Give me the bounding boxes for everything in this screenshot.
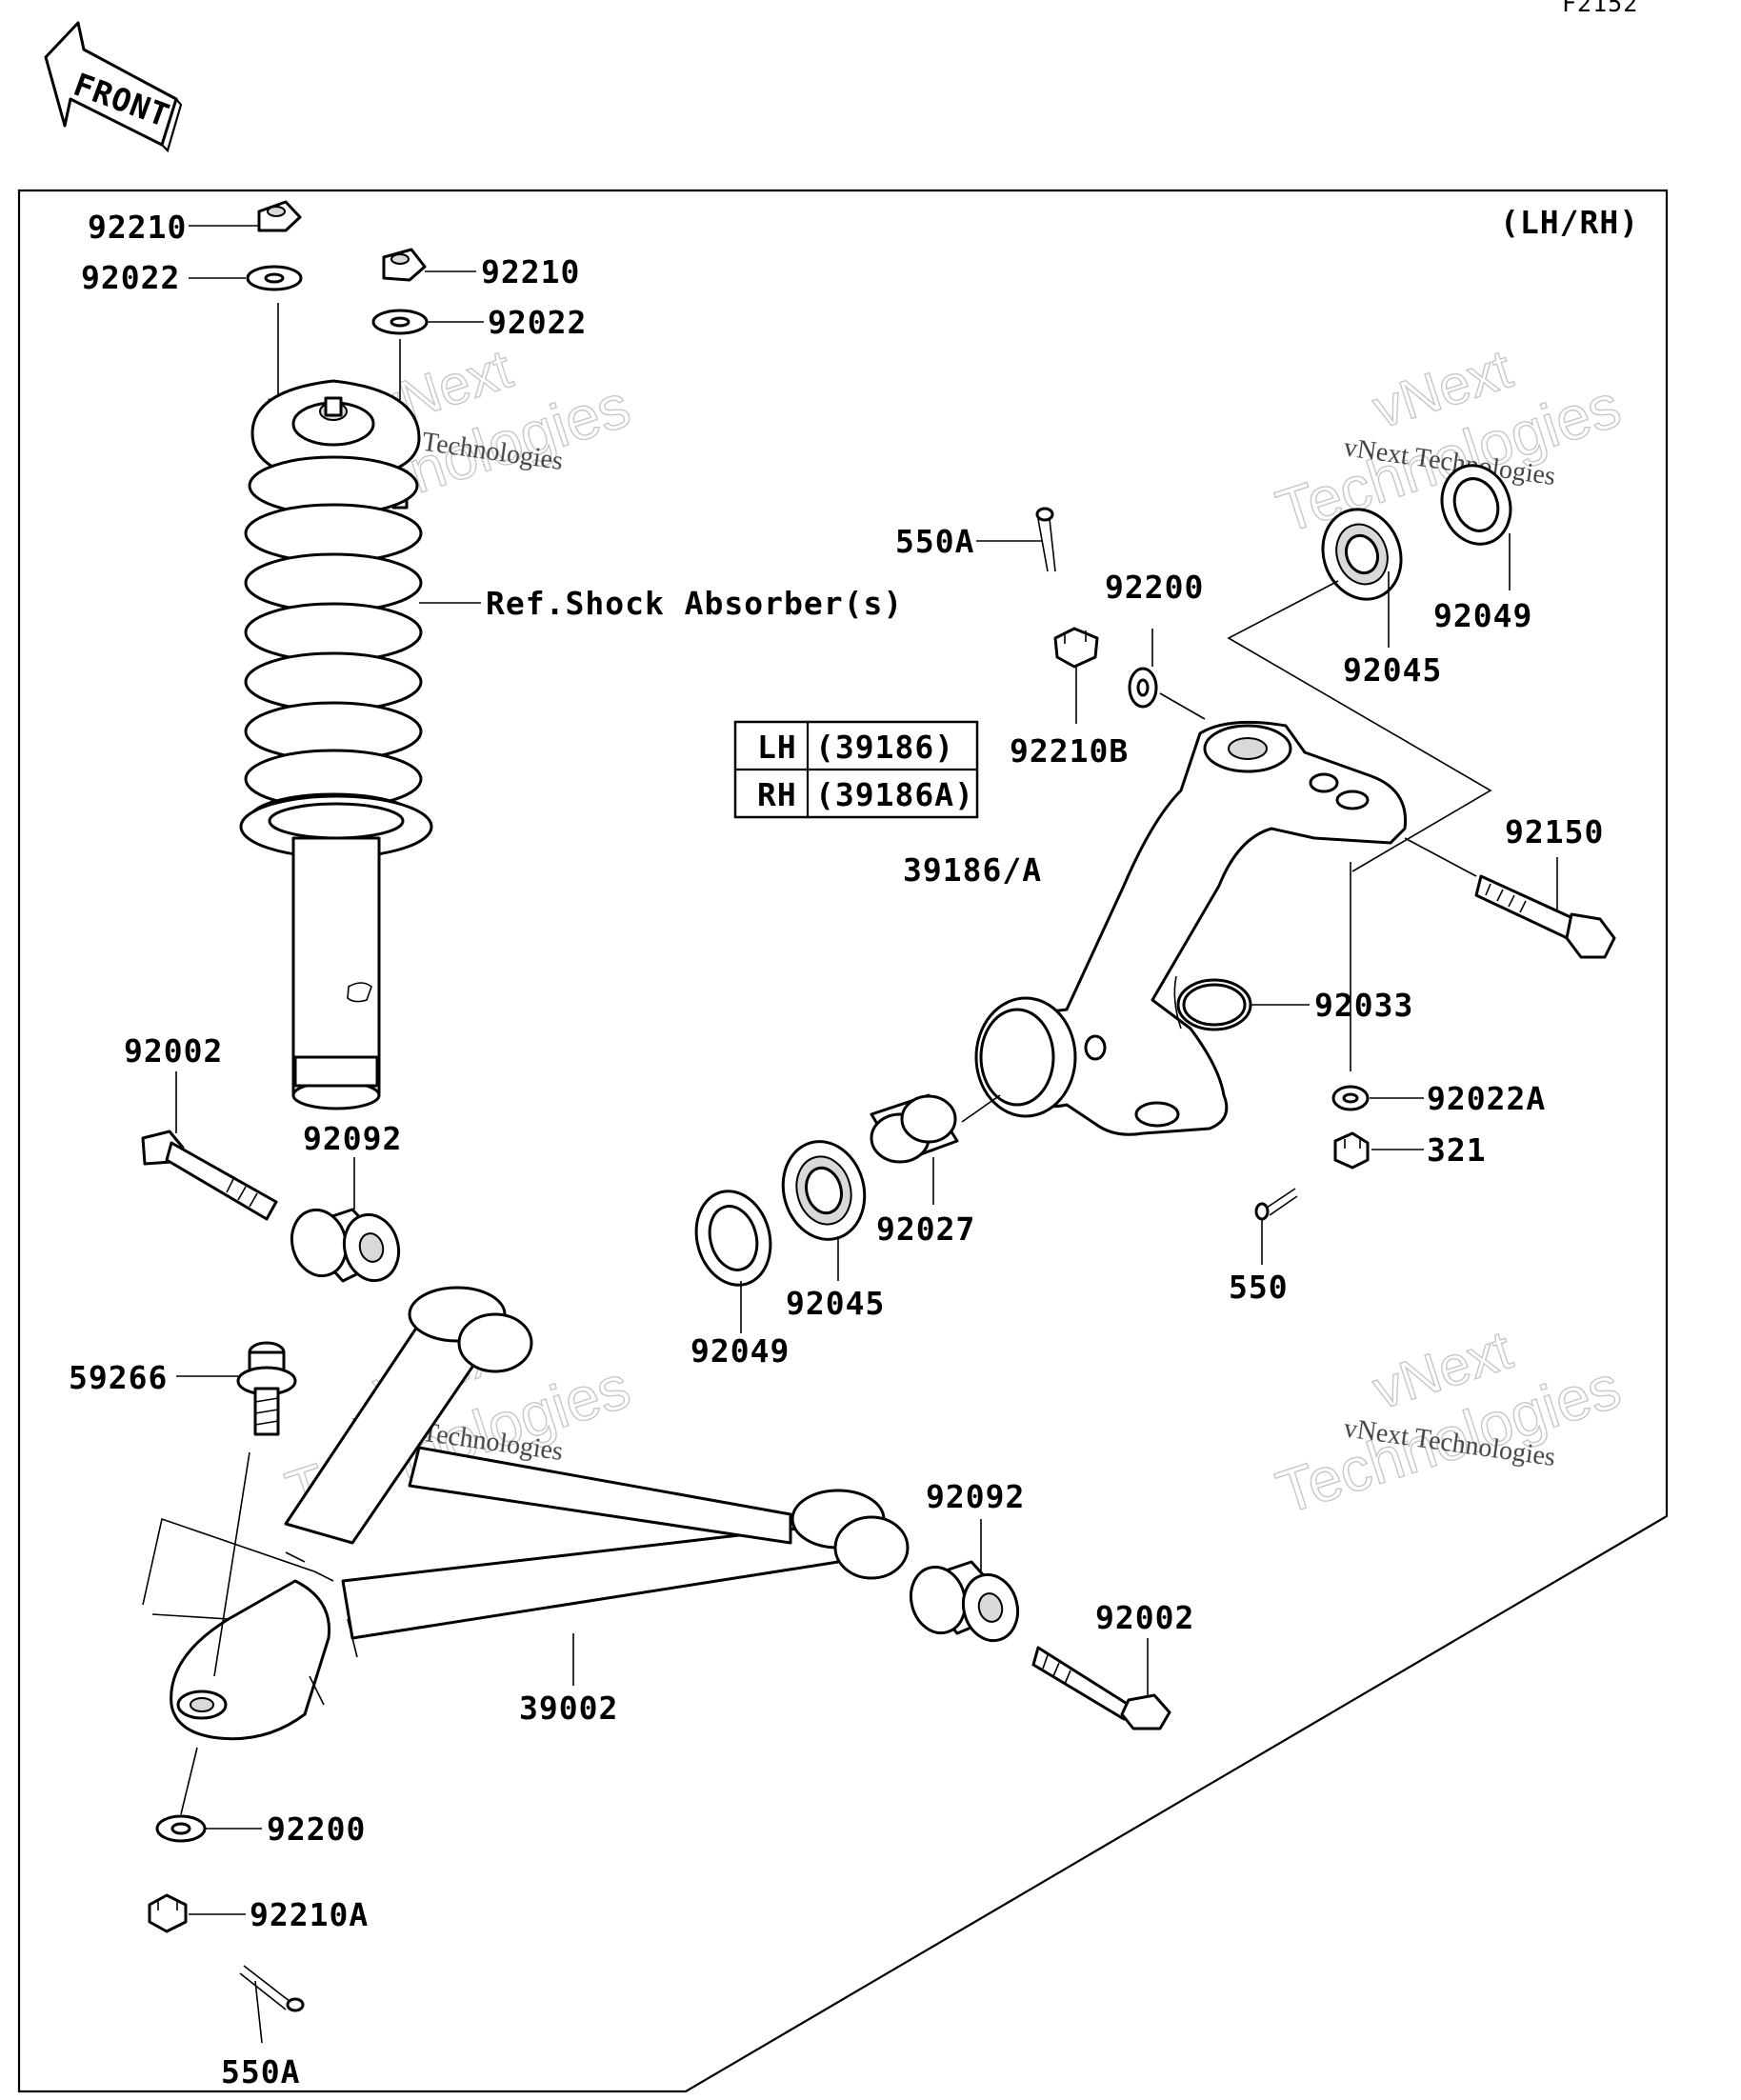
collar-icon [870, 1093, 959, 1164]
washer-icon [155, 1814, 207, 1843]
oil-seal-icon [1440, 464, 1512, 546]
callout-label: 550 [1229, 1269, 1289, 1306]
castle-nut-icon [148, 1893, 188, 1933]
cotter-pin-icon [239, 1965, 305, 2012]
variant-side: LH [757, 729, 797, 766]
variant-part: (39186) [815, 729, 954, 766]
bushing-icon [909, 1560, 1020, 1643]
washer-icon [1331, 1085, 1370, 1111]
callout-label: 92022 [488, 304, 587, 341]
cotter-pin-icon [1254, 1188, 1298, 1221]
callout-label: 550A [221, 2053, 300, 2090]
steering-knuckle [974, 720, 1408, 1136]
a-arm [142, 1286, 910, 1741]
bolt-icon [141, 1130, 278, 1221]
callout-label: 92033 [1314, 987, 1413, 1024]
circlip-icon [1176, 978, 1252, 1031]
bolt-icon [1031, 1646, 1171, 1730]
callout-label: 92002 [124, 1032, 223, 1070]
callout-label: 92049 [690, 1332, 790, 1370]
callout-label: 92049 [1433, 597, 1532, 634]
washer-icon [246, 265, 303, 291]
callout-label: 92002 [1095, 1599, 1194, 1636]
callout-label: 550A [895, 523, 974, 560]
washer-icon [371, 309, 429, 335]
variant-table: LH (39186) RH (39186A) [733, 720, 979, 819]
callout-label: 92022 [81, 259, 180, 296]
bearing-icon [781, 1140, 867, 1241]
callout-label: 39186/A [903, 851, 1042, 889]
callout-labels: 92210 92022 92210 92022 550A 92200 92210… [69, 209, 1604, 2090]
ref-label: Ref.Shock Absorber(s) [486, 585, 903, 622]
bolt-icon [1474, 874, 1616, 959]
callout-label: 321 [1427, 1131, 1487, 1169]
callout-label: 92150 [1505, 813, 1604, 850]
diagram-code: F2152 [1562, 0, 1638, 17]
diagram-frame [17, 189, 1669, 2093]
variant-part: (39186A) [815, 776, 974, 813]
side-note: (LH/RH) [1500, 204, 1639, 241]
callout-label: 92092 [926, 1478, 1025, 1515]
callout-label: 92200 [1105, 569, 1204, 606]
washer-icon [1128, 667, 1158, 709]
cotter-pin-icon [1035, 507, 1056, 572]
nut-icon [382, 248, 427, 282]
callout-label: 39002 [519, 1690, 618, 1727]
coil-spring [244, 455, 423, 846]
callout-label: 92210 [88, 209, 187, 246]
callout-label: 92200 [267, 1810, 366, 1848]
front-arrow-icon: FRONT [44, 21, 183, 153]
shock-absorber [239, 200, 481, 1110]
bearing-icon [1321, 508, 1403, 601]
callout-label: 92027 [876, 1210, 975, 1248]
callout-label: 92210 [481, 253, 580, 290]
oil-seal-icon [694, 1190, 772, 1287]
variant-side: RH [757, 776, 797, 813]
callout-label: 92210A [250, 1896, 369, 1933]
bushing-icon [290, 1208, 401, 1283]
nut-icon [1333, 1131, 1370, 1170]
ball-joint-icon [236, 1341, 297, 1436]
castle-nut-icon [1053, 627, 1099, 669]
callout-label: 59266 [69, 1359, 168, 1396]
callout-label: 92045 [786, 1285, 885, 1322]
callout-label: 92045 [1343, 651, 1442, 689]
callout-label: 92092 [303, 1120, 402, 1157]
nut-icon [257, 200, 302, 232]
callout-label: 92210B [1010, 732, 1129, 770]
callout-label: 92022A [1427, 1080, 1546, 1117]
